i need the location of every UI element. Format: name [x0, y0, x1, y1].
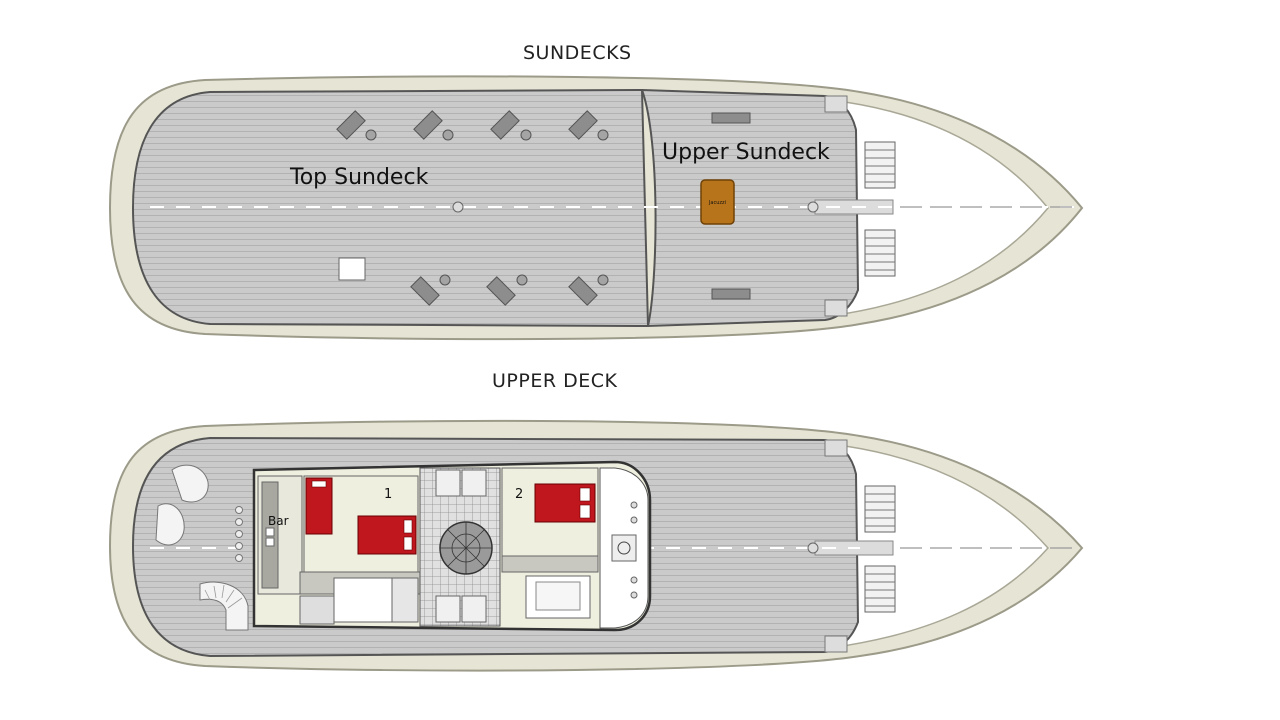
top-sundeck-label: Top Sundeck [289, 165, 429, 190]
jacuzzi-label: Jacuzzi [708, 200, 726, 206]
jacuzzi [700, 179, 735, 225]
sundecks-boat: Jacuzzi Top Sundeck Upper Sundeck [108, 75, 1084, 341]
bar-label: Bar [268, 514, 289, 528]
cabin-1-label: 1 [384, 487, 392, 502]
cabin-1-berth-small [305, 477, 333, 535]
sundecks-title: SUNDECKS [523, 42, 632, 64]
cabin-2-label: 2 [515, 487, 523, 502]
upper-deck-boat: Bar 1 2 [108, 419, 1084, 672]
upper-deck-title: UPPER DECK [492, 370, 618, 392]
upper-sundeck-label: Upper Sundeck [662, 140, 830, 165]
